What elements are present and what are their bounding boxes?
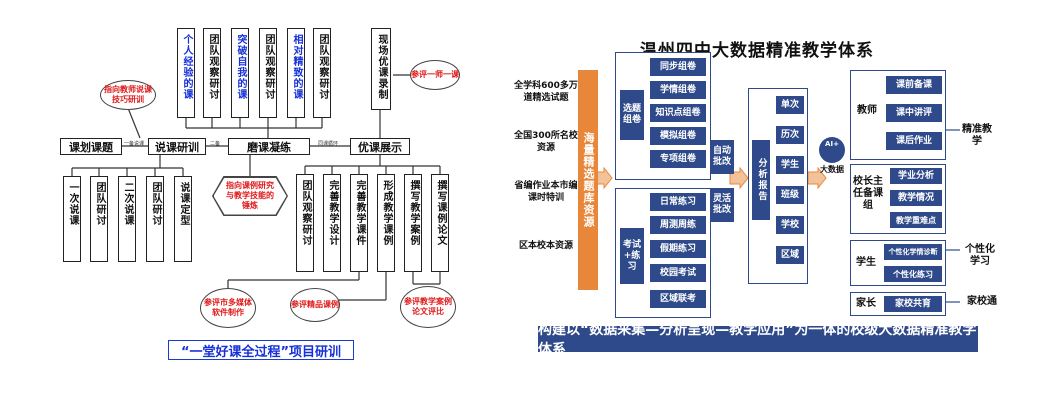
role-parent: 家长 <box>856 298 876 309</box>
batch-flexible: 灵活批改 <box>710 188 734 222</box>
group2-item-2: 周测周练 <box>650 216 706 234</box>
bottom-right-box-1: 团队观察研讨 <box>296 174 314 272</box>
report-label: 分析报告 <box>752 140 770 220</box>
main-box-2: 说课研训 <box>148 138 206 155</box>
left-caption: “一堂好课全过程”项目研训 <box>168 340 354 360</box>
main-box-1: 课划课题 <box>60 138 122 155</box>
top-box-7: 现场优课录制 <box>371 28 391 110</box>
group1-item-3: 知识点组卷 <box>650 104 706 122</box>
bottom-right-box-5: 撰写教学案例 <box>404 174 422 272</box>
small-label-1: 一备说课 <box>124 141 145 147</box>
outcome-teacher: 精准教学 <box>962 124 992 147</box>
group2-item-5: 区域联考 <box>650 290 706 308</box>
parent-item-1: 家校共育 <box>884 296 942 312</box>
group2-item-1: 日常练习 <box>650 193 706 211</box>
small-label-3: 同课循环 <box>318 141 339 147</box>
report-item-6: 区域 <box>776 246 804 264</box>
main-box-3: 磨课凝练 <box>228 138 310 155</box>
report-item-1: 单次 <box>776 96 804 114</box>
batch-auto: 自动批改 <box>710 140 734 174</box>
outcome-parent: 家校通 <box>967 296 997 307</box>
source-1: 全学科600多万道精选试题 <box>514 81 578 103</box>
group1-item-2: 学情组卷 <box>650 81 706 99</box>
bubble-bottom-1: 参评市多媒体软件制作 <box>200 288 256 328</box>
teacher-item-3: 课后作业 <box>886 132 942 150</box>
student-item-1: 个性化学情诊断 <box>884 244 942 260</box>
ai-badge-top: AI+ <box>825 140 839 148</box>
left-connectors <box>71 74 441 301</box>
bubble-top-right: 参评一师一课 <box>410 60 460 90</box>
top-box-4: 团队观察研讨 <box>259 28 277 118</box>
principal-item-2: 教学情况 <box>890 190 942 206</box>
group2-item-4: 校园考试 <box>650 264 706 282</box>
principal-item-1: 学业分析 <box>890 168 942 184</box>
top-box-2: 团队观察研讨 <box>203 28 221 118</box>
bubble-bottom-3: 参评教学案例论文评比 <box>400 286 456 328</box>
bank-box: 海量精选题库资源 <box>578 70 598 290</box>
source-4: 区本校本资源 <box>518 241 573 251</box>
ai-badge-bottom: 大数据 <box>820 165 844 174</box>
source-2: 全国300所名校资源 <box>514 131 578 153</box>
report-item-4: 班级 <box>776 186 804 204</box>
role-teacher: 教师 <box>857 105 877 116</box>
bubble-bottom-2: 参评精品课例 <box>290 288 340 322</box>
bottom-right-box-6: 撰写课例论文 <box>431 174 449 272</box>
bottom-left-box-4: 团队研讨 <box>146 176 164 262</box>
bottom-right-box-4: 形成教学课例 <box>377 174 395 272</box>
group1-label: 选题组卷 <box>620 90 644 140</box>
bottom-left-box-1: 一次说课 <box>63 176 81 262</box>
bottom-right-box-3: 完善教学课件 <box>350 174 368 272</box>
teacher-item-1: 课前备课 <box>886 76 942 94</box>
group1-item-5: 专项组卷 <box>650 150 706 168</box>
hex-middle: 指向课例研究与教学技能的锤炼 <box>212 176 288 216</box>
source-3: 省编作业本市编课时特训 <box>514 181 578 203</box>
top-box-1: 个人经验的课 <box>177 28 195 118</box>
teacher-item-2: 课中讲评 <box>886 104 942 122</box>
principal-item-3: 教学重难点 <box>890 212 942 228</box>
main-box-4: 优课展示 <box>350 138 410 155</box>
group1-item-4: 模拟组卷 <box>650 127 706 145</box>
group2-item-3: 假期练习 <box>650 240 706 258</box>
bottom-left-box-2: 团队研讨 <box>90 176 108 262</box>
outcome-student: 个性化学习 <box>965 244 995 267</box>
bottom-right-box-2: 完善教学设计 <box>323 174 341 272</box>
role-principal: 校长主任备课组 <box>853 176 883 211</box>
top-box-3: 突破自我的课 <box>231 28 249 118</box>
group1-item-1: 同步组卷 <box>650 58 706 76</box>
bottom-left-box-3: 二次说课 <box>118 176 136 262</box>
report-item-3: 学生 <box>776 156 804 174</box>
report-item-2: 历次 <box>776 126 804 144</box>
top-box-6: 团队观察研讨 <box>313 28 331 118</box>
right-bottom-bar: 构建以“数据采集—分析呈现—教学应用”为一体的校级大数据精准教学体系 <box>538 322 978 358</box>
student-item-2: 个性化练习 <box>884 266 942 282</box>
bubble-top-left: 指向教师说课技巧研训 <box>100 80 156 110</box>
role-student: 学生 <box>856 257 876 268</box>
bottom-left-box-5: 说课定型 <box>174 176 192 262</box>
report-item-5: 学校 <box>776 216 804 234</box>
small-label-2: 二备 <box>210 141 221 147</box>
top-box-5: 相对精致的课 <box>287 28 305 118</box>
group2-label: 考试+练习 <box>620 228 644 284</box>
